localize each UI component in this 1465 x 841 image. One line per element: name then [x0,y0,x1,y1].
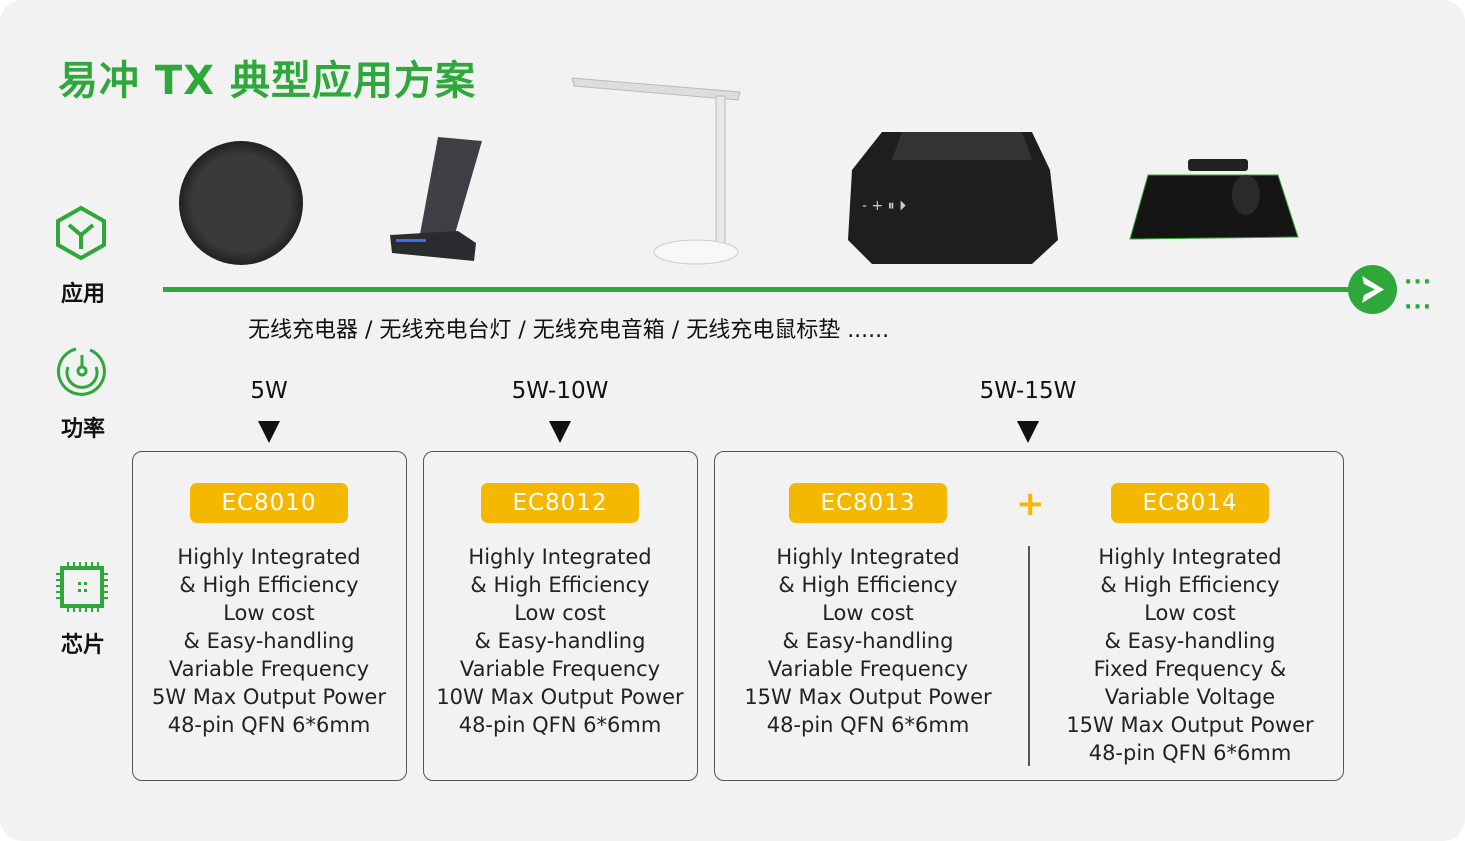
side-label-power: 功率 [60,417,105,442]
chip-name-badge: EC8012 [481,483,639,523]
power-level-5w-10w: 5W-10W [511,378,609,404]
feature-line: Low cost [514,601,606,625]
wireless-charger-pad-image [179,141,303,265]
timeline-more: ··· ··· [1404,270,1433,320]
wireless-charger-stand-image [390,137,482,261]
feature-line: Highly Integrated [1098,545,1282,569]
wireless-charging-mousepad-image [1129,159,1299,240]
timeline-line [163,287,1363,292]
down-arrow-icon [549,421,571,443]
feature-line: & High Efficiency [778,573,958,597]
feature-line: 48-pin QFN 6*6mm [458,713,662,737]
feature-line: Highly Integrated [776,545,960,569]
feature-line: 15W Max Output Power [1066,713,1314,737]
page-title: 易冲 TX 典型应用方案 [58,58,476,104]
feature-line: 48-pin QFN 6*6mm [766,713,970,737]
svg-text:- + ⏸ ⏵: - + ⏸ ⏵ [862,198,906,214]
down-arrow-icon [1017,421,1039,443]
feature-line: 15W Max Output Power [744,685,992,709]
plus-sign: + [1016,484,1045,524]
feature-line: & Easy-handling [183,629,355,653]
feature-line: 10W Max Output Power [436,685,684,709]
chip-name-badge: EC8014 [1111,483,1269,523]
feature-line: Low cost [1144,601,1236,625]
feature-line: & High Efficiency [470,573,650,597]
feature-line: & High Efficiency [179,573,359,597]
feature-line: Variable Frequency [459,657,661,681]
feature-line: & Easy-handling [474,629,646,653]
power-level-5w: 5W [250,378,288,404]
feature-line: Highly Integrated [468,545,652,569]
cube-icon [56,205,106,261]
divider [1028,546,1030,766]
chip-icon [56,562,108,612]
down-arrow-icon [258,421,280,443]
feature-line: Variable Frequency [767,657,969,681]
feature-line: Variable Voltage [1104,685,1276,709]
applications-text: 无线充电器 / 无线充电台灯 / 无线充电音箱 / 无线充电鼠标垫 ...... [248,318,890,343]
feature-line: & Easy-handling [1104,629,1276,653]
feature-line: Low cost [223,601,315,625]
feature-line: & Easy-handling [782,629,954,653]
chip-name-badge: EC8010 [190,483,348,523]
power-level-5w-15w: 5W-15W [979,378,1077,404]
feature-line: 48-pin QFN 6*6mm [1088,741,1292,765]
side-label-chip: 芯片 [60,633,105,658]
feature-line: Highly Integrated [177,545,361,569]
feature-line: Fixed Frequency & [1093,657,1287,681]
side-label-application: 应用 [60,282,105,307]
feature-line: & High Efficiency [1100,573,1280,597]
feature-line: 48-pin QFN 6*6mm [167,713,371,737]
feature-line: 5W Max Output Power [151,685,386,709]
wireless-charging-speaker-image: - + ⏸ ⏵ [848,132,1058,264]
feature-line: Variable Frequency [168,657,370,681]
wireless-charging-desk-lamp-image [571,77,741,265]
power-gauge-icon [56,347,106,396]
chip-name-badge: EC8013 [789,483,947,523]
timeline-arrow-icon [1348,265,1397,314]
feature-line: Low cost [822,601,914,625]
